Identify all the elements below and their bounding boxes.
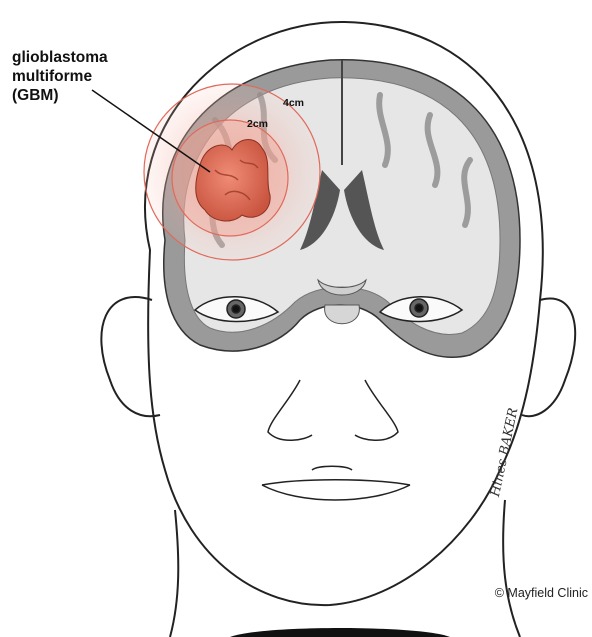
ring-label-inner: 2cm xyxy=(247,118,268,130)
ring-label-outer: 4cm xyxy=(283,97,304,109)
collar xyxy=(230,628,450,637)
tumor-mass-icon xyxy=(196,140,270,221)
nose-mouth xyxy=(262,380,410,500)
tumor-label-line-3: (GBM) xyxy=(12,86,108,105)
tumor-label-line-1: glioblastoma xyxy=(12,48,108,67)
tumor-label: glioblastoma multiforme (GBM) xyxy=(12,48,108,105)
copyright-credit: © Mayfield Clinic xyxy=(495,586,588,600)
tumor-label-line-2: multiforme xyxy=(12,67,108,86)
